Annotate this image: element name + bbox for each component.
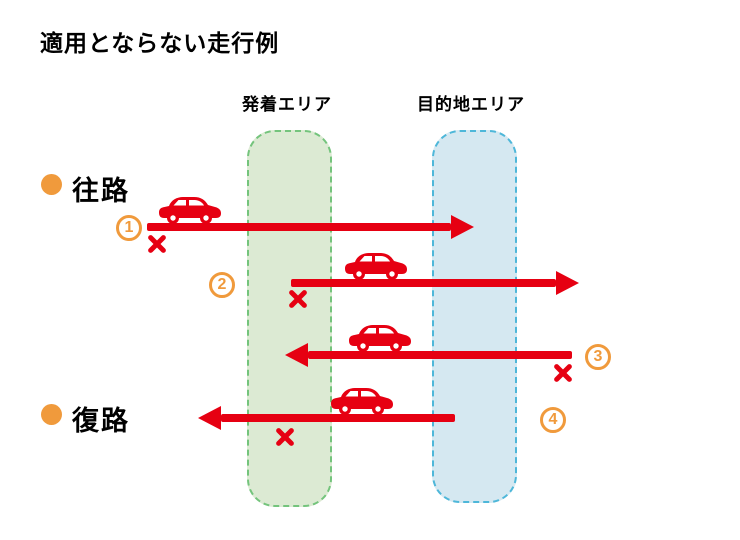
outbound-row-label: 往路 [72,176,130,206]
example-2-arrow-right-icon [291,279,556,287]
departure-area-zone [247,130,332,507]
example-3-arrow-left-icon [308,351,572,359]
page-title: 適用とならない走行例 [40,30,280,56]
car-icon [349,325,411,352]
example-4-arrow-left-icon [221,414,455,422]
example-2-cross-icon [289,290,307,308]
destination-area-label: 目的地エリア [417,95,525,114]
example-4-badge: 4 [540,407,566,433]
example-4-cross-icon [276,428,294,446]
car-icon [159,197,221,224]
car-icon [331,388,393,415]
example-3-cross-icon [554,364,572,382]
example-1-badge: 1 [116,215,142,241]
example-3-badge: 3 [585,344,611,370]
example-1-cross-icon [148,235,166,253]
departure-area-label: 発着エリア [242,95,332,114]
return-row-label: 復路 [72,406,130,436]
return-bullet-icon [41,404,62,425]
example-2-badge: 2 [209,272,235,298]
destination-area-zone [432,130,517,503]
example-1-arrow-right-icon [147,223,451,231]
car-icon [345,253,407,280]
outbound-bullet-icon [41,174,62,195]
